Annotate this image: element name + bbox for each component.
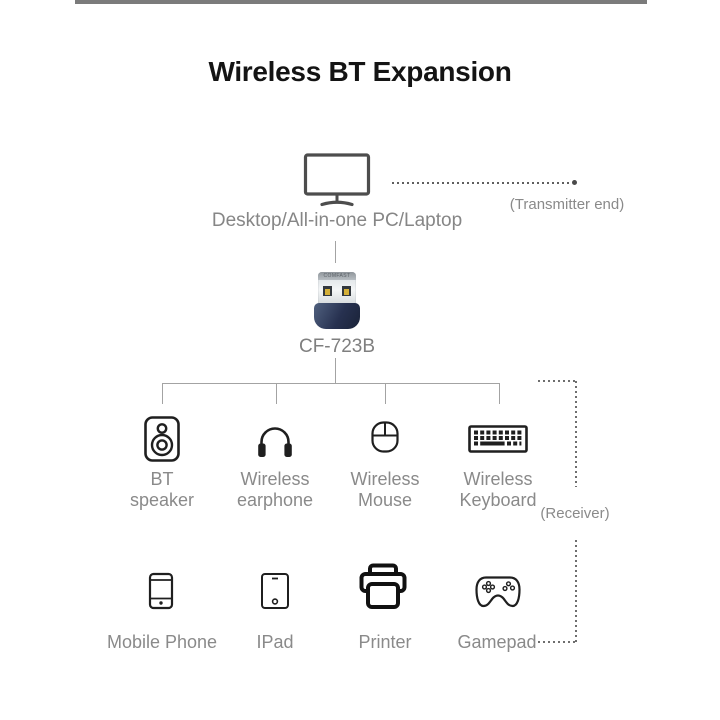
top-border-bar bbox=[75, 0, 647, 4]
printer-icon bbox=[359, 563, 407, 609]
receiver-annotation: (Receiver) bbox=[540, 505, 610, 522]
usb-brand-text: COMFAST bbox=[318, 272, 356, 280]
branch-drop-3 bbox=[385, 383, 386, 404]
receiver-bracket-vertical-upper bbox=[575, 381, 577, 487]
wireless-mouse-icon bbox=[371, 421, 399, 453]
dongle-body bbox=[314, 303, 360, 329]
ipad-icon bbox=[261, 573, 289, 609]
device-label-wireless-keyboard: Wireless Keyboard bbox=[459, 469, 537, 510]
usb-dongle-image: COMFAST bbox=[301, 262, 373, 330]
mobile-phone-icon bbox=[148, 572, 174, 610]
receiver-bracket-bottom bbox=[538, 641, 577, 643]
usb-connector: COMFAST bbox=[318, 272, 356, 305]
connector-line-top bbox=[335, 241, 336, 263]
monitor-icon bbox=[303, 153, 371, 207]
device-label-wireless-mouse: Wireless Mouse bbox=[350, 469, 420, 510]
transmitter-device-label: Desktop/All-in-one PC/Laptop bbox=[211, 210, 463, 231]
usb-contact-hole bbox=[323, 286, 332, 296]
device-label-wireless-earphone: Wireless earphone bbox=[236, 469, 314, 510]
device-label-printer: Printer bbox=[358, 632, 412, 652]
branch-horizontal-line bbox=[162, 383, 500, 384]
transmitter-line-end-dot bbox=[572, 180, 577, 185]
usb-contact-hole bbox=[342, 286, 351, 296]
device-label-ipad: IPad bbox=[256, 632, 294, 652]
page-title: Wireless BT Expansion bbox=[208, 56, 512, 87]
branch-drop-2 bbox=[276, 383, 277, 404]
gamepad-icon bbox=[475, 576, 521, 608]
bt-speaker-icon bbox=[144, 416, 180, 462]
branch-drop-4 bbox=[499, 383, 500, 404]
device-label-bt-speaker: BT speaker bbox=[129, 469, 195, 510]
wireless-earphone-icon bbox=[258, 427, 292, 457]
wireless-keyboard-icon bbox=[468, 425, 528, 453]
transmitter-annotation: (Transmitter end) bbox=[509, 196, 625, 213]
device-label-mobile-phone: Mobile Phone bbox=[106, 632, 218, 652]
receiver-bracket-top bbox=[538, 380, 577, 382]
adapter-model-label: CF-723B bbox=[298, 336, 376, 357]
device-label-gamepad: Gamepad bbox=[457, 632, 537, 652]
connector-line-stem bbox=[335, 358, 336, 383]
receiver-bracket-vertical-lower bbox=[575, 540, 577, 642]
transmitter-dotted-line bbox=[392, 182, 572, 184]
branch-drop-1 bbox=[162, 383, 163, 404]
